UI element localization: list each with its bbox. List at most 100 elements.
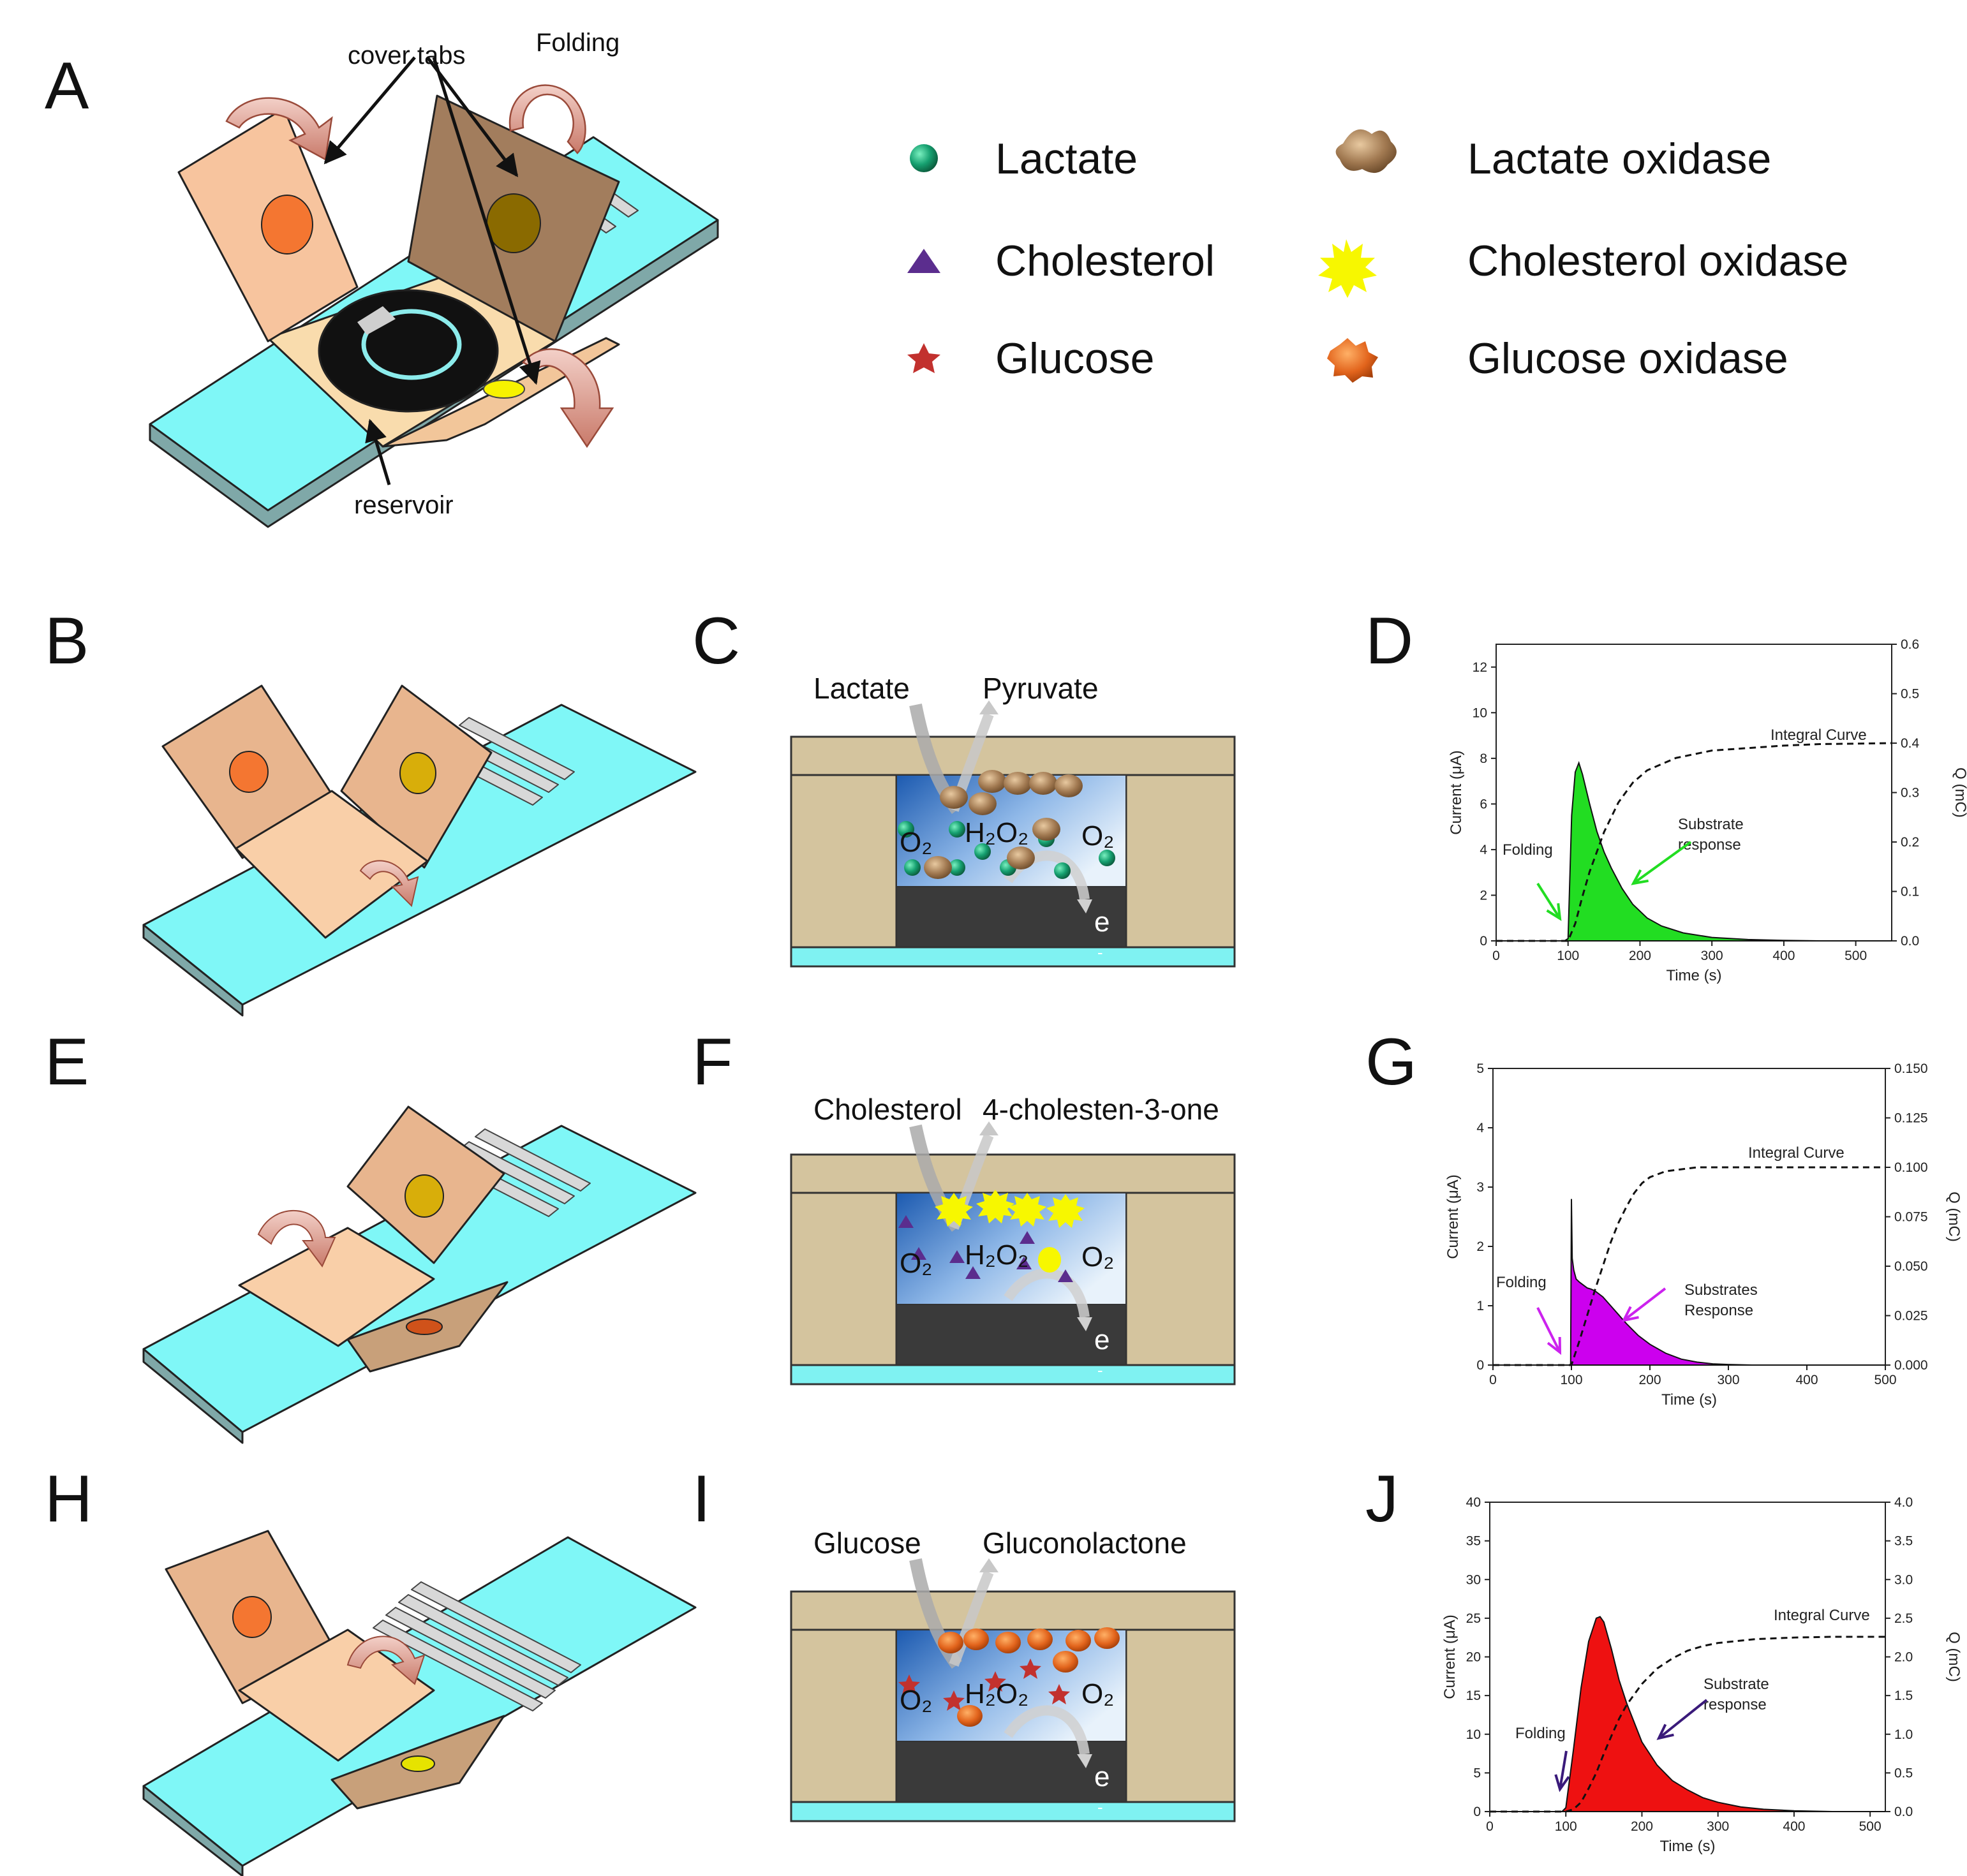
o2-left-c: O₂ xyxy=(900,827,932,858)
y-axis-title: Current (μA) xyxy=(1444,1174,1462,1259)
x-tick-label: 100 xyxy=(1555,1819,1577,1834)
product-label-f: 4-cholesten-3-one xyxy=(983,1093,1219,1126)
folding-arrow xyxy=(1559,1750,1568,1790)
y2-tick-label: 0.5 xyxy=(1894,1766,1913,1780)
x-tick-label: 0 xyxy=(1486,1819,1494,1834)
reaction-diagram-i: Glucose Gluconolactone O₂ H₂O₂ O₂ e - xyxy=(790,1526,1236,1822)
legend: Lactate Cholesterol Glucose Lactate oxid… xyxy=(907,129,1848,383)
y2-tick-label: 0.150 xyxy=(1894,1061,1928,1076)
x-axis-title: Time (s) xyxy=(1659,1838,1715,1855)
y-tick-label: 4 xyxy=(1476,1121,1484,1135)
device-diagram-a xyxy=(149,94,719,528)
folding-arrow xyxy=(1536,1307,1561,1353)
folding-arrow-head xyxy=(1547,1336,1562,1355)
substrate-label-c: Lactate xyxy=(813,672,910,705)
y-tick-label: 12 xyxy=(1473,660,1487,675)
y-tick-label: 35 xyxy=(1466,1534,1481,1549)
lactate-oxidase-enzymes xyxy=(924,770,1083,879)
fold-arrow-e xyxy=(257,1210,336,1267)
device-diagram-b xyxy=(142,684,697,1017)
x-tick-label: 100 xyxy=(1557,949,1579,963)
y2-tick-label: 0.0 xyxy=(1901,934,1919,949)
o2-left-i: O₂ xyxy=(900,1685,932,1716)
panel-label-f: F xyxy=(692,1025,733,1099)
y2-axis-title: Q (mC) xyxy=(1945,1192,1963,1242)
product-label-i: Gluconolactone xyxy=(983,1526,1187,1560)
panel-label-d: D xyxy=(1365,604,1413,678)
y-tick-label: 0 xyxy=(1480,934,1487,949)
device-diagram-h xyxy=(142,1530,697,1876)
y2-axis-title: Q (mC) xyxy=(1945,1632,1963,1682)
y-tick-label: 1 xyxy=(1476,1299,1484,1313)
legend-label-lactate: Lactate xyxy=(995,135,1138,183)
x-tick-label: 300 xyxy=(1701,949,1723,963)
red-star-icon xyxy=(907,343,940,373)
product-label-c: Pyruvate xyxy=(983,672,1099,705)
x-tick-label: 100 xyxy=(1560,1373,1582,1387)
y-tick-label: 10 xyxy=(1473,705,1487,720)
cholesterol-oxidase-enzymes xyxy=(935,1190,1085,1273)
y2-tick-label: 0.0 xyxy=(1894,1805,1913,1819)
current-area xyxy=(1490,1616,1885,1812)
electron-f: e xyxy=(1094,1324,1110,1355)
h2o2-i: H₂O₂ xyxy=(965,1678,1028,1710)
y-tick-label: 40 xyxy=(1466,1495,1481,1510)
device-diagram-e xyxy=(142,1105,697,1444)
y-tick-label: 20 xyxy=(1466,1650,1481,1665)
reaction-diagram-f: Cholesterol 4-cholesten-3-one O₂ H₂O₂ O₂… xyxy=(790,1093,1236,1385)
y2-tick-label: 0.3 xyxy=(1901,786,1919,801)
legend-label-glucose-oxidase: Glucose oxidase xyxy=(1467,334,1788,383)
x-tick-label: 200 xyxy=(1629,949,1651,963)
h2o2-c: H₂O₂ xyxy=(965,817,1028,848)
lactate-molecules xyxy=(898,821,1115,879)
panel-label-j: J xyxy=(1365,1462,1399,1536)
purple-triangle-icon xyxy=(907,249,940,273)
yellow-burst-icon xyxy=(1318,239,1377,298)
y2-axis-title: Q (mC) xyxy=(1952,767,1967,818)
current-area xyxy=(1493,1199,1885,1366)
electron-i: e xyxy=(1094,1761,1110,1792)
brown-blob-icon xyxy=(1335,129,1397,174)
y2-tick-label: 0.050 xyxy=(1894,1259,1928,1274)
folding-arrow-head xyxy=(1554,1774,1570,1792)
y-tick-label: 0 xyxy=(1476,1358,1484,1373)
electron-sup-f: - xyxy=(1097,1361,1103,1380)
response-arrow xyxy=(1622,1287,1666,1322)
y-tick-label: 10 xyxy=(1466,1727,1481,1742)
y2-tick-label: 2.5 xyxy=(1894,1611,1913,1626)
response-arrow-head xyxy=(1631,869,1649,885)
y2-tick-label: 3.0 xyxy=(1894,1572,1913,1587)
plot-frame xyxy=(1496,644,1892,942)
integral-curve xyxy=(1490,1636,1885,1813)
y2-tick-label: 0.2 xyxy=(1901,835,1919,850)
y-tick-label: 30 xyxy=(1466,1572,1481,1587)
y2-tick-label: 1.0 xyxy=(1894,1727,1913,1742)
x-tick-label: 400 xyxy=(1795,1373,1818,1387)
plot-frame xyxy=(1489,1502,1886,1812)
response-label-line2: Response xyxy=(1684,1302,1753,1319)
substrate-label-i: Glucose xyxy=(813,1526,921,1560)
response-label-line1: Substrate xyxy=(1703,1676,1769,1693)
response-label-line2: response xyxy=(1703,1696,1767,1713)
legend-label-cholesterol: Cholesterol xyxy=(995,237,1215,285)
fold-arrow-h xyxy=(346,1636,426,1685)
y-tick-label: 5 xyxy=(1476,1061,1484,1076)
orange-blob-icon xyxy=(1327,338,1378,383)
y2-tick-label: 4.0 xyxy=(1894,1495,1913,1510)
y-tick-label: 2 xyxy=(1480,888,1487,903)
x-tick-label: 500 xyxy=(1845,949,1867,963)
y2-tick-label: 1.5 xyxy=(1894,1688,1913,1703)
y-tick-label: 4 xyxy=(1480,843,1487,857)
y-tick-label: 3 xyxy=(1476,1180,1484,1195)
glucose-oxidase-enzymes xyxy=(938,1627,1120,1727)
y-axis-title: Current (μA) xyxy=(1448,750,1465,835)
electron-sup-c: - xyxy=(1097,943,1103,962)
h2o2-f: H₂O₂ xyxy=(965,1239,1028,1271)
integral-curve xyxy=(1496,742,1892,942)
current-area xyxy=(1496,761,1892,942)
integral-curve-label: Integral Curve xyxy=(1748,1144,1845,1162)
y2-tick-label: 0.075 xyxy=(1894,1210,1928,1225)
o2-right-f: O₂ xyxy=(1081,1241,1114,1273)
callout-cover-tabs: cover tabs xyxy=(348,41,466,70)
